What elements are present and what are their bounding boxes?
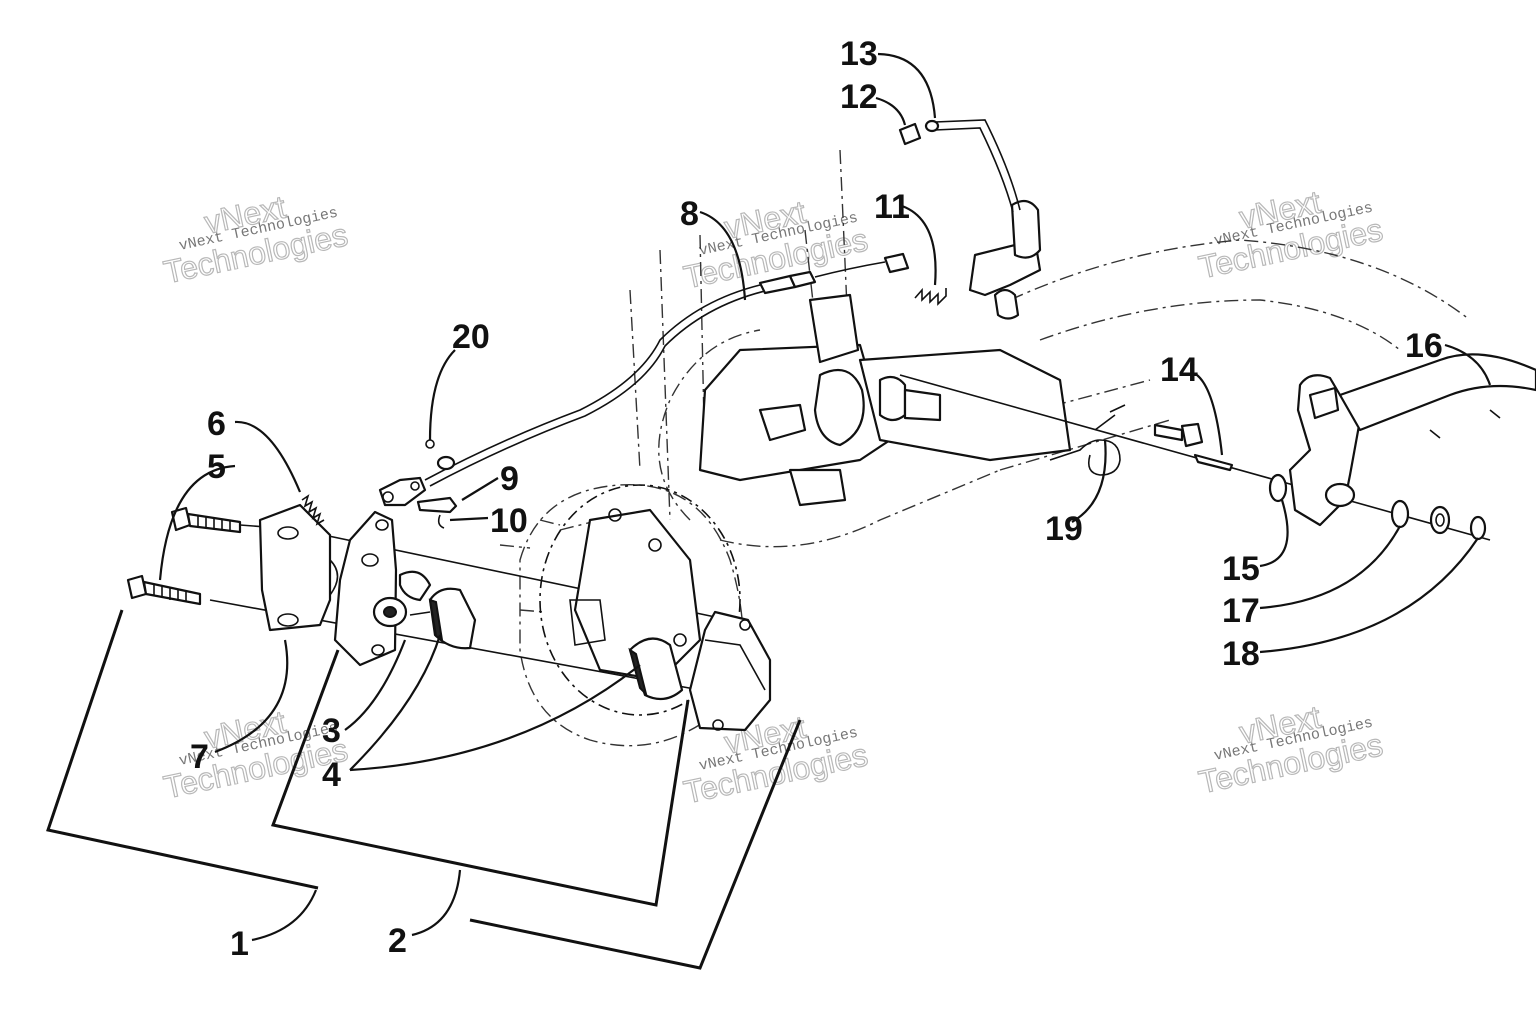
callout-5: 5 [207, 448, 226, 486]
callout-labels: 1 2 3 4 5 6 7 8 9 10 11 12 13 14 15 16 1… [190, 35, 1443, 963]
brake-housing [698, 293, 1072, 507]
return-spring [914, 287, 947, 306]
watermark-top-center: vNext Technologies vNext Technologies [680, 193, 871, 296]
bolt-lower [126, 574, 202, 606]
watermark-top-left: vNext Technologies vNext Technologies [160, 188, 351, 291]
caliper-far-block [688, 610, 772, 732]
callout-2: 2 [388, 922, 407, 960]
callout-19: 19 [1045, 510, 1083, 548]
clevis-pin [416, 496, 458, 514]
brake-lever-small [378, 476, 427, 507]
bolt-upper [170, 506, 242, 534]
snap-ring-mid [1390, 499, 1410, 529]
callout-8: 8 [680, 195, 699, 233]
flat-washer [1429, 505, 1451, 535]
snap-ring-right [1469, 515, 1487, 541]
callout-14: 14 [1160, 351, 1198, 389]
small-clip [425, 439, 435, 449]
brake-disc [539, 484, 741, 716]
callout-12: 12 [840, 78, 878, 116]
callout-10: 10 [490, 502, 528, 540]
cotter-pin [437, 514, 445, 529]
callout-20: 20 [452, 318, 490, 356]
pivot-bolt [1153, 422, 1234, 472]
callout-16: 16 [1405, 327, 1443, 365]
caliper-outer-half [258, 503, 339, 632]
leader-lines [158, 52, 1492, 942]
callout-13: 13 [840, 35, 878, 73]
callout-11: 11 [874, 188, 910, 226]
caliper-inner-bracket [333, 510, 432, 667]
caliper-spring [301, 494, 325, 526]
pedal-bracket [898, 119, 1042, 320]
brake-pedal [1288, 353, 1536, 527]
snap-ring-left [1268, 473, 1288, 503]
watermark-bottom-right: vNext Technologies vNext Technologies [1195, 698, 1386, 801]
assembly-bracket-1 [46, 609, 802, 970]
callout-17: 17 [1222, 592, 1260, 630]
assembly-bracket-2 [270, 649, 690, 907]
callout-15: 15 [1222, 550, 1260, 588]
callout-7: 7 [190, 738, 209, 776]
callout-18: 18 [1222, 635, 1260, 673]
callout-9: 9 [500, 460, 519, 498]
torsion-spring [1049, 404, 1126, 476]
brake-pad-inner [409, 587, 477, 650]
brake-pad-outer [628, 637, 684, 701]
watermark-top-right: vNext Technologies vNext Technologies [1195, 183, 1386, 286]
brake-cable [424, 252, 910, 487]
callout-4: 4 [322, 756, 341, 794]
callout-6: 6 [207, 405, 226, 443]
callout-3: 3 [322, 712, 341, 750]
callout-1: 1 [230, 925, 249, 963]
